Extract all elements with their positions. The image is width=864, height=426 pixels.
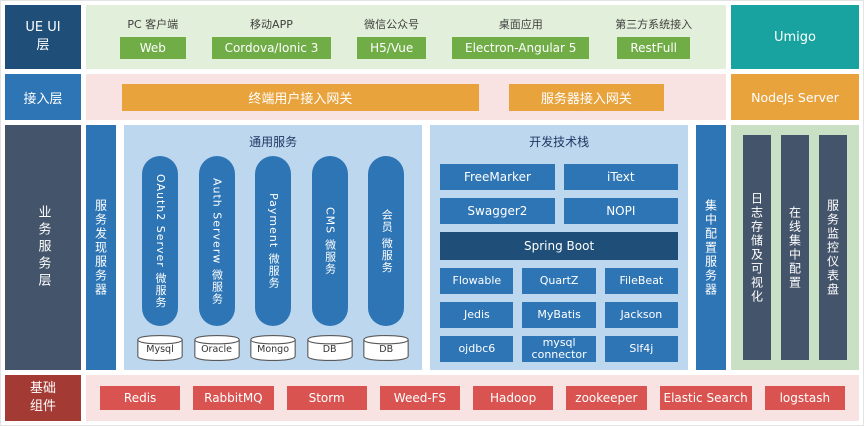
ui-group-caption: 微信公众号	[364, 17, 420, 31]
access-layer-panel: 终端用户接入网关 服务器接入网关	[86, 74, 726, 120]
tech-block-slf4j: Slf4j	[604, 336, 678, 362]
database-icon	[306, 334, 353, 362]
nodejs-server-block: NodeJs Server	[731, 74, 859, 120]
service-column-payment: Payment 微服务 Mongo	[249, 156, 297, 362]
tech-block-itext: iText	[563, 164, 678, 190]
ops-bar-log-storage: 日志存储及可视化	[743, 135, 771, 360]
database-label: DB	[322, 344, 337, 355]
layer-label-business-text: 业务服务层	[35, 205, 51, 290]
gateway-server: 服务器接入网关	[508, 83, 664, 111]
layer-label-ui-text: UE UI层	[25, 19, 61, 53]
tech-block-quartz: QuartZ	[522, 268, 596, 294]
ui-tech-block-restfull: RestFull	[617, 36, 691, 59]
tech-block-swagger2: Swagger2	[440, 198, 555, 224]
ui-group-wechat: 微信公众号 H5/Vue	[357, 16, 427, 59]
database-icon	[250, 334, 296, 362]
service-column-auth: Auth Serverw 微服务 Oracle	[193, 156, 241, 362]
tech-grid-bottom: Flowable QuartZ FileBeat Jedis MyBatis J…	[440, 268, 678, 362]
layer-label-ui: UE UI层	[5, 5, 81, 69]
component-hadoop: Hadoop	[473, 386, 554, 410]
tech-block-springboot: Spring Boot	[440, 232, 678, 260]
service-column-member: 会员 微服务 DB	[362, 156, 410, 362]
component-logstash: logstash	[764, 386, 845, 410]
layer-label-access: 接入层	[5, 74, 81, 120]
database-label: DB	[379, 344, 394, 355]
config-server-bar: 集中配置服务器	[696, 125, 726, 370]
tech-block-mybatis: MyBatis	[522, 302, 596, 328]
service-pill-cms: CMS 微服务	[311, 156, 348, 326]
common-services-title: 通用服务	[249, 135, 298, 149]
service-pill-member: 会员 微服务	[368, 156, 405, 326]
business-layer-row: 服务发现服务器 通用服务 OAuth2 Server 微服务 Mysql Aut…	[86, 125, 726, 370]
database-icon	[137, 334, 183, 362]
ui-group-caption: PC 客户端	[127, 17, 179, 31]
database-icon	[363, 334, 409, 362]
gateway-terminal-user: 终端用户接入网关	[122, 83, 479, 111]
umigo-block: Umigo	[731, 5, 859, 69]
layer-label-access-text: 接入层	[23, 91, 63, 107]
database-label: Mongo	[257, 344, 290, 355]
ui-group-caption: 第三方系统接入	[615, 17, 693, 31]
services-columns: OAuth2 Server 微服务 Mysql Auth Serverw 微服务	[134, 156, 412, 362]
component-weedfs: Weed-FS	[379, 386, 460, 410]
ui-tech-block-h5vue: H5/Vue	[357, 36, 427, 59]
component-elasticsearch: Elastic Search	[659, 386, 752, 410]
service-discovery-bar: 服务发现服务器	[86, 125, 116, 370]
ui-group-caption: 桌面应用	[498, 17, 543, 31]
database-cylinder-db2: DB	[362, 334, 410, 362]
tech-block-flowable: Flowable	[440, 268, 514, 294]
ui-group-thirdparty: 第三方系统接入 RestFull	[615, 16, 692, 59]
ui-layer-panel: PC 客户端 Web 移动APP Cordova/Ionic 3 微信公众号 H…	[86, 5, 726, 69]
base-components-panel: Redis RabbitMQ Storm Weed-FS Hadoop zook…	[86, 375, 859, 421]
service-pill-oauth2: OAuth2 Server 微服务	[142, 156, 178, 326]
ops-bar-online-config: 在线集中配置	[781, 135, 809, 360]
component-zookeeper: zookeeper	[566, 386, 647, 410]
database-label: Mysql	[146, 344, 174, 355]
ui-tech-block-web: Web	[119, 36, 186, 59]
ui-group-mobile: 移动APP Cordova/Ionic 3	[211, 16, 332, 59]
service-column-cms: CMS 微服务 DB	[306, 156, 354, 362]
database-cylinder-db1: DB	[306, 334, 354, 362]
component-storm: Storm	[286, 386, 367, 410]
database-icon	[193, 334, 240, 362]
tech-block-filebeat: FileBeat	[604, 268, 678, 294]
service-column-oauth2: OAuth2 Server 微服务 Mysql	[136, 156, 184, 362]
common-services-panel: 通用服务 OAuth2 Server 微服务 Mysql Auth Server…	[124, 125, 423, 370]
service-pill-auth: Auth Serverw 微服务	[198, 156, 235, 326]
service-pill-payment: Payment 微服务	[255, 156, 292, 326]
tech-block-nopi: NOPI	[563, 198, 678, 224]
tech-block-mysql-connector: mysql connector	[522, 336, 596, 362]
database-label: Oracle	[201, 344, 232, 355]
ui-group-desktop: 桌面应用 Electron-Angular 5	[452, 16, 590, 59]
tech-block-jackson: Jackson	[604, 302, 678, 328]
layer-label-base: 基础组件	[5, 375, 81, 421]
tech-block-jedis: Jedis	[440, 302, 514, 328]
database-cylinder-mysql: Mysql	[136, 334, 184, 362]
component-redis: Redis	[100, 386, 181, 410]
layer-label-business: 业务服务层	[5, 125, 81, 370]
ops-bar-monitor-dashboard: 服务监控仪表盘	[819, 135, 847, 360]
ui-group-pc: PC 客户端 Web	[119, 16, 186, 59]
ui-group-caption: 移动APP	[250, 17, 293, 31]
database-cylinder-oracle: Oracle	[193, 334, 241, 362]
ui-tech-block-cordova: Cordova/Ionic 3	[211, 36, 332, 59]
tech-block-ojdbc6: ojdbc6	[440, 336, 514, 362]
tech-grid-top: FreeMarker iText Swagger2 NOPI	[440, 164, 678, 224]
layer-label-base-text: 基础组件	[29, 380, 56, 414]
tech-block-freemarker: FreeMarker	[440, 164, 555, 190]
component-rabbitmq: RabbitMQ	[193, 386, 274, 410]
tech-stack-panel: 开发技术栈 FreeMarker iText Swagger2 NOPI Spr…	[430, 125, 688, 370]
ops-panel: 日志存储及可视化 在线集中配置 服务监控仪表盘	[731, 125, 859, 370]
tech-stack-title: 开发技术栈	[529, 135, 590, 149]
database-cylinder-mongo: Mongo	[249, 334, 297, 362]
ui-tech-block-electron: Electron-Angular 5	[452, 36, 590, 59]
